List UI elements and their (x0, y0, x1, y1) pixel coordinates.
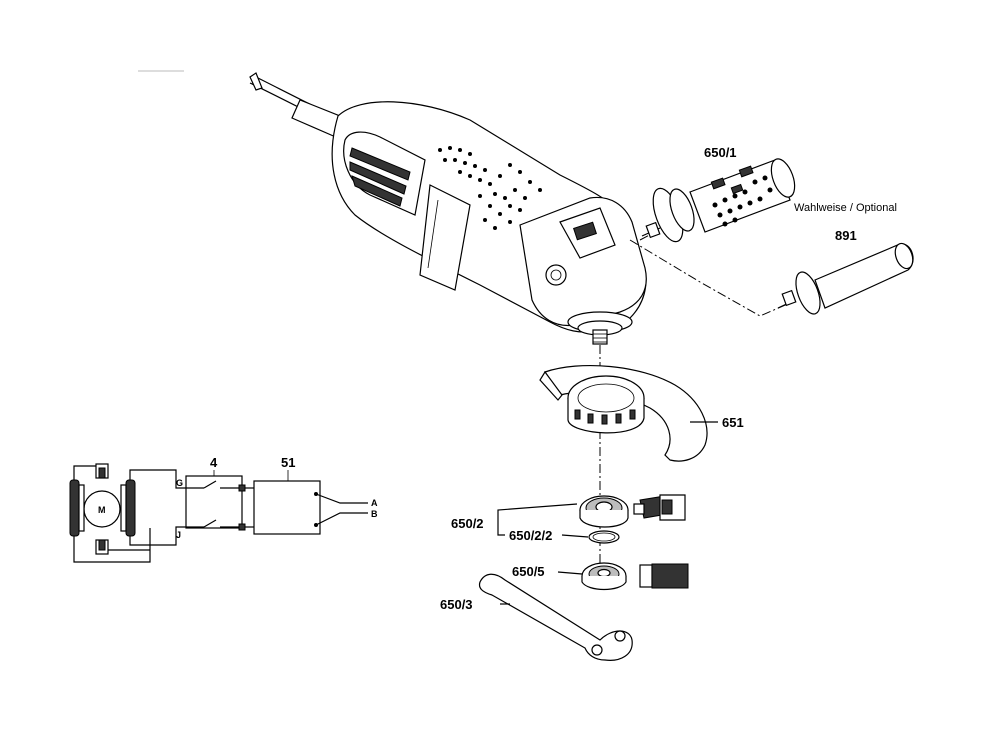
wheel-guard-651 (539, 364, 718, 462)
label-51: 51 (281, 455, 295, 470)
label-wire-g: G (176, 478, 183, 488)
label-650-2: 650/2 (451, 516, 484, 531)
label-wire-b: B (371, 509, 378, 519)
label-wire-a: A (371, 498, 378, 508)
clamping-nut-650-5 (557, 562, 689, 591)
optional-handle-891 (777, 242, 914, 315)
label-wire-j: J (176, 530, 181, 540)
angle-grinder-body (249, 72, 647, 345)
label-motor-m: M (98, 505, 106, 515)
switch-4-box (185, 475, 243, 529)
mounting-flange-650-2 (497, 494, 686, 544)
auxiliary-handle-650-1 (641, 158, 796, 243)
label-650-5: 650/5 (512, 564, 545, 579)
electronic-module-51 (253, 480, 321, 535)
label-650-3: 650/3 (440, 597, 473, 612)
pin-spanner-650-3 (478, 573, 633, 661)
grip-texture (438, 146, 542, 230)
label-optional-note: Wahlweise / Optional (794, 202, 897, 214)
label-891: 891 (835, 228, 857, 243)
label-4: 4 (210, 455, 218, 470)
wiring-diagram (69, 463, 368, 563)
label-650-1: 650/1 (704, 145, 737, 160)
label-650-2-2: 650/2/2 (509, 528, 552, 543)
label-651: 651 (722, 415, 744, 430)
